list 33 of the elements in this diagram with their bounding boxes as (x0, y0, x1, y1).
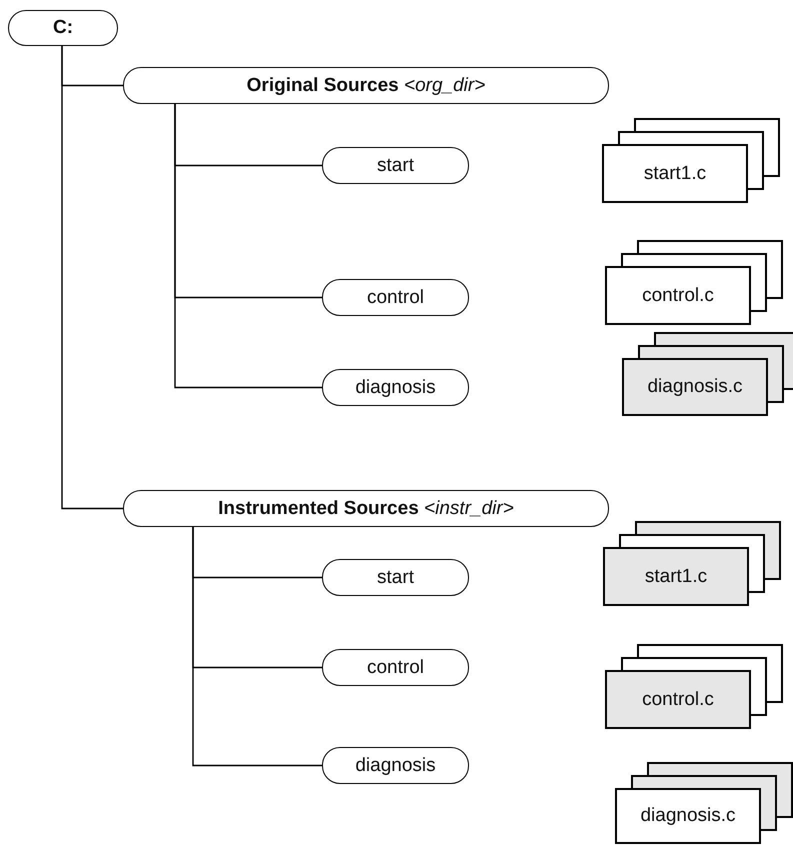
node-label: control.c (642, 284, 714, 306)
folder-pill (322, 369, 469, 406)
tree-connector (192, 527, 322, 766)
node-label: diagnosis (355, 376, 436, 398)
file-stack (605, 240, 783, 325)
node-label: Instrumented Sources <instr_dir> (218, 498, 514, 520)
node-label: diagnosis.c (647, 376, 743, 398)
folder-pill (322, 147, 469, 184)
folder-pill (322, 747, 469, 784)
node-label: control.c (642, 688, 714, 710)
node-label: start (377, 154, 414, 176)
folder-pill (322, 279, 469, 316)
file-stack (605, 644, 783, 729)
node-label: C: (52, 17, 74, 39)
folder-pill (123, 67, 609, 104)
folder-pill (322, 559, 469, 596)
folder-pill (322, 649, 469, 686)
file-stack (622, 332, 793, 416)
tree-connector (174, 104, 322, 388)
node-label: Original Sources <org_dir> (246, 74, 486, 96)
file-stack (615, 762, 793, 844)
tree-connector (61, 46, 123, 510)
node-label: diagnosis (355, 754, 436, 776)
node-label: start1.c (644, 162, 706, 184)
node-label: start (377, 566, 414, 588)
file-stack (603, 521, 781, 606)
node-label: start1.c (644, 566, 708, 588)
node-label: control (366, 656, 424, 678)
file-stack (602, 118, 780, 203)
folder-pill (123, 490, 609, 527)
node-label: diagnosis.c (640, 805, 736, 827)
node-label: control (366, 286, 424, 308)
folder-pill (8, 10, 118, 46)
